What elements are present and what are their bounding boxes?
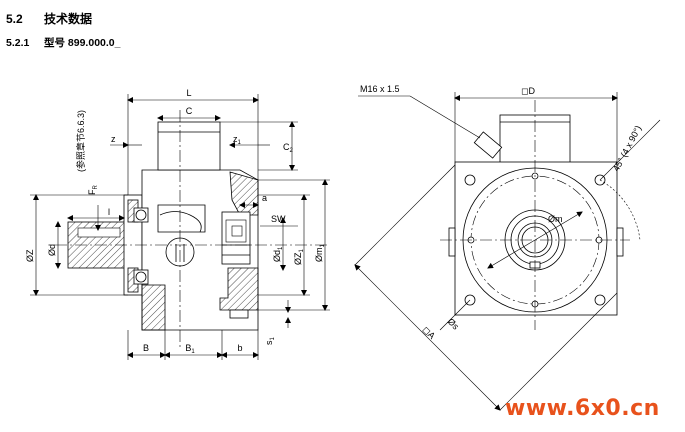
subsection-title: 型号 899.000.0_: [44, 37, 121, 49]
left-dimensions: [30, 94, 330, 360]
dim-C: C: [186, 106, 193, 116]
section-heading: 5.2 技术数据: [6, 10, 92, 27]
dim-B1: B1: [185, 343, 195, 355]
dim-m1: Øm1: [314, 244, 326, 263]
dim-m: Øm: [548, 214, 563, 224]
subsection-heading: 5.2.1 型号 899.000.0_: [6, 35, 120, 50]
force-label: FR: [87, 185, 99, 196]
right-front-view: [440, 100, 630, 330]
dim-SW: SW: [271, 214, 286, 224]
dim-square-A: ◻A: [421, 324, 438, 341]
section-title: 技术数据: [44, 12, 93, 26]
dim-B: B: [143, 343, 149, 353]
watermark: www.6x0.cn: [505, 396, 660, 421]
thread-label: M16 x 1.5: [360, 84, 400, 94]
dim-s1: s1: [264, 337, 276, 346]
dim-b: b: [237, 343, 242, 353]
dim-s: Øs: [446, 316, 462, 332]
force-note: (参照章节6.6.3): [75, 110, 86, 172]
dim-Z1: ØZ1: [293, 249, 305, 266]
dim-square-D: ◻D: [521, 86, 535, 96]
left-sectional-view: [55, 110, 330, 350]
dim-l: l: [108, 207, 110, 217]
angle-label: 45° (4 x 90°): [611, 124, 643, 173]
left-dimension-labels: L C z z1 C2 a SW l ØZ Ød Ød1 ØZ1 Øm1 s1 …: [25, 88, 326, 355]
subsection-number: 5.2.1: [6, 37, 30, 49]
dim-C2: C2: [283, 142, 294, 154]
dim-d: Ød: [47, 244, 57, 256]
right-dimensions: [354, 92, 661, 411]
dim-d1: Ød1: [272, 246, 284, 262]
dim-z: z: [111, 134, 116, 144]
dim-L: L: [186, 88, 191, 98]
section-number: 5.2: [6, 12, 23, 26]
dim-Z: ØZ: [25, 249, 35, 262]
dim-z1: z1: [233, 134, 242, 146]
dim-a: a: [262, 193, 267, 203]
